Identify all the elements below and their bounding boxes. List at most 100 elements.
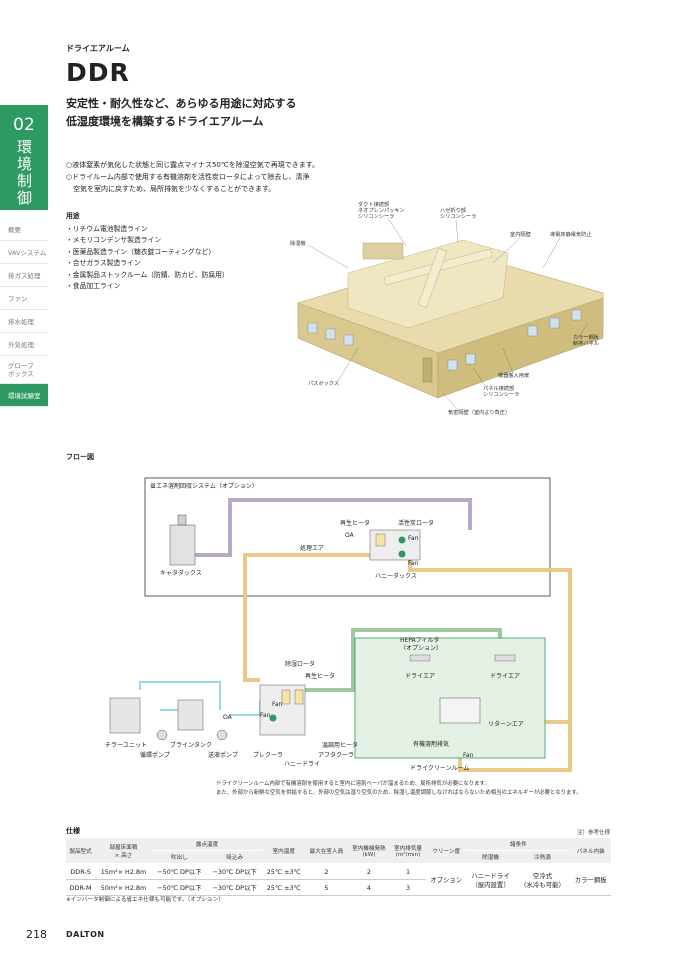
send-pump-label: 送液ポンプ [208, 751, 238, 759]
cell-exhaust: 3 [390, 879, 426, 896]
brand-logo: DALTON [66, 930, 105, 939]
uses-heading: 用途 [66, 212, 80, 220]
side-item-outdoor-air[interactable]: 外気処理 [0, 333, 48, 356]
chapter-number: 02 [13, 115, 35, 135]
carbon-rotor-label: 活性炭ロータ [398, 519, 434, 527]
spec-table: 製品型式 部屋床面積× 高さ 露点温度 室内温度 最大在室人員 室内機械発熱(k… [66, 838, 611, 896]
th-floor: 部屋床面積× 高さ [95, 838, 152, 864]
bullet-1: ○液体窒素が気化した状態と同じ露点マイナス50℃を除湿空気で再現できます。 [66, 161, 320, 169]
table-row: DDR-M 50m²× H2.8m −50℃ DP以下 −30℃ DP以下 25… [66, 879, 611, 896]
cell-heat-source-1: 空冷式 [532, 871, 553, 880]
page-number: 218 [26, 928, 47, 941]
precooler-label: プレクーラ [253, 752, 283, 759]
subtitle-line-2: 低湿度環境を構築するドライエアルーム [66, 115, 264, 128]
th-max-persons: 最大在室人員 [305, 838, 348, 864]
cell-heat: 2 [347, 863, 391, 880]
label-passbox: パスボックス [308, 379, 339, 387]
bullet-3: 空気を室内に戻すため、局所排気を少なくすることができます。 [66, 185, 276, 193]
side-item-wastewater[interactable]: 排水処理 [0, 310, 48, 333]
use-item: ・金属製品ストックルーム（防錆、防カビ、防腐用） [66, 270, 229, 279]
use-item: ・合せガラス製造ライン [66, 259, 141, 267]
solvent-exhaust-label: 有機溶剤排気 [413, 740, 449, 748]
category-label: ドライエアルーム [66, 44, 130, 53]
chapter-title: 環境制御 [15, 139, 33, 207]
side-item-overview[interactable]: 概要 [0, 218, 48, 241]
after-cooler-label: アフタクーラ [318, 751, 354, 759]
cell-model: DDR-S [66, 863, 96, 880]
label-hanger-2: シリコンシーラ [440, 213, 476, 220]
side-nav: 概要 VAVシステム 排ガス処理 ファン 排水処理 外気処理 グローブ ボックス… [0, 218, 48, 407]
dry-air-label-1: ドライエア [405, 673, 435, 680]
th-heat-2: (kW) [362, 851, 376, 858]
side-item-exhaust-gas[interactable]: 排ガス処理 [0, 264, 48, 287]
cell-floor: 50m²× H2.8m [95, 879, 152, 896]
regen-heater-2-label: 再生ヒータ [305, 672, 335, 680]
circ-pump-label: 循環ポンプ [140, 751, 170, 759]
fan-label-5: Fan [260, 712, 271, 719]
th-dew: 露点温度 [151, 838, 263, 851]
label-room-wall: 室内隔壁 [510, 230, 531, 238]
brine-tank-label: ブラインタンク [170, 741, 212, 749]
cell-dew-in: −30℃ DP以下 [207, 863, 263, 880]
table-row: DDR-S 15m²× H2.8m −50℃ DP以下 −30℃ DP以下 25… [66, 863, 611, 896]
hepa-option-label: （オプション） [400, 645, 442, 652]
regen-heater-label: 再生ヒータ [340, 519, 370, 527]
label-airtight: 気密隔壁（室内より負圧） [448, 408, 510, 416]
cell-persons: 5 [305, 879, 348, 896]
dry-air-label-2: ドライエア [490, 673, 520, 680]
label-panel-joint-2: シリコンシーラ [483, 391, 519, 398]
th-model: 製品型式 [66, 838, 96, 864]
oa-label-2: OA [223, 714, 233, 721]
sidebar: 02 環境制御 概要 VAVシステム 排ガス処理 ファン 排水処理 外気処理 グ… [0, 0, 48, 960]
honeydux-label: ハニーダックス [375, 572, 417, 580]
cell-panel: カラー鋼板 [570, 863, 611, 896]
use-item: ・リチウム電池製造ライン [66, 224, 148, 233]
label-dehumidifier: 除湿機 [290, 239, 306, 247]
honey-dry-label: ハニードライ [284, 761, 320, 768]
cell-room-temp: 25℃ ±3℃ [262, 863, 306, 880]
label-duct-joint-3: シリコンシーラ [358, 213, 394, 220]
side-item-vav[interactable]: VAVシステム [0, 241, 48, 264]
note-2: また、外部から新鮮な空気を供給すると、外部の空気は湿り空気のため、除湿し温度調節… [216, 790, 582, 796]
label-static-floor: 導電床静電気防止 [550, 230, 592, 238]
label-color-panel: カラー鋼板 [573, 333, 600, 341]
dehum-rotor-label: 除湿ロータ [285, 660, 315, 668]
th-floor-2: × 高さ [114, 852, 133, 859]
page-subtitle: 安定性・耐久性など、あらゆる用途に対応する 低湿度環境を構築するドライエアルーム [66, 95, 326, 131]
use-item: ・医薬品製造ライン（糖衣錠コーティングなど） [66, 247, 216, 256]
spec-footnote: ※インバータ制御による省エネ仕様も可能です。（オプション） [66, 897, 224, 903]
process-air-label: 処理エア [300, 544, 324, 552]
catadux-label: キャタダックス [160, 569, 202, 577]
th-floor-1: 部屋床面積 [109, 844, 138, 851]
return-air-label: リターンエア [488, 720, 524, 728]
fan-label-4: Fan [272, 701, 283, 708]
side-item-glovebox[interactable]: グローブ ボックス [0, 356, 48, 384]
spec-note: 注）参考仕様 [577, 830, 611, 836]
cell-heat: 4 [347, 879, 391, 896]
th-exhaust-1: 室内排気量 [394, 845, 423, 852]
th-heat-1: 室内機械発熱 [352, 845, 386, 852]
chiller-label: チラーユニット [105, 742, 147, 749]
cell-dew-out: −50℃ DP以下 [151, 879, 208, 896]
th-dehum: 除湿機 [466, 850, 515, 864]
th-panel: パネル内装 [570, 838, 611, 864]
cell-dehum: ハニードライ（屋内設置） [466, 863, 515, 896]
option-box-title: 省エネ溶剤回収システム（オプション） [150, 482, 258, 490]
uses-list: 用途 ・リチウム電池製造ライン ・メモリコンデンサ製造ライン ・医薬品製造ライン… [66, 211, 229, 293]
cell-dehum-2: （屋内設置） [471, 880, 510, 889]
cell-dew-in: −30℃ DP以下 [207, 879, 263, 896]
cell-heat-source-2: （水冷も可能） [520, 880, 565, 889]
side-item-env-test-room[interactable]: 環境試験室 [0, 384, 48, 407]
page-title: DDR [66, 58, 130, 87]
oa-label: OA [345, 532, 355, 539]
th-exhaust: 室内排気量(m³/min) [390, 838, 426, 864]
th-room-temp: 室内温度 [262, 838, 306, 864]
label-duct-joint: ダクト接続部 [358, 200, 389, 208]
cell-model: DDR-M [66, 879, 96, 896]
room-illustration: ダクト接続部 ネオプレンパッキン シリコンシーラ ハゼ折り部 シリコンシーラ 除… [290, 200, 604, 416]
label-door: 機器搬入用扉 [498, 371, 529, 379]
cell-heat-source: 空冷式（水冷も可能） [514, 863, 571, 896]
feature-bullets: ○液体窒素が気化した状態と同じ露点マイナス50℃を除湿空気で再現できます。 ○ド… [66, 159, 356, 195]
side-item-fan[interactable]: ファン [0, 287, 48, 310]
bullet-2: ○ドライルーム内部で使用する有機溶剤を活性炭ロータによって除去し、清浄 [66, 173, 310, 181]
